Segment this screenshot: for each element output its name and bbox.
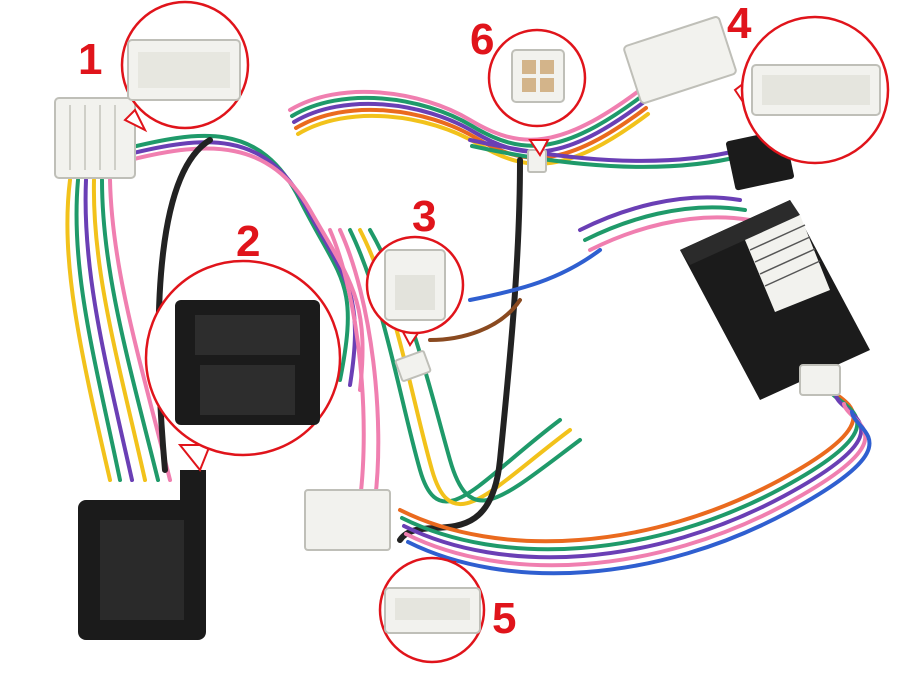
connector-middle-white [304, 489, 391, 551]
callout-number-4: 4 [727, 0, 752, 48]
connector-top-left-white [54, 97, 136, 179]
callout-bubble-3 [365, 235, 465, 347]
callout-number-2: 2 [236, 217, 261, 266]
callout-bubble-1 [120, 0, 250, 133]
callout-number-1: 1 [78, 35, 103, 84]
connector-small-plug [394, 149, 547, 382]
wire-bundle-left [65, 137, 213, 482]
wire-bundle-middle [328, 157, 752, 543]
callout-number-3: 3 [412, 192, 437, 241]
callout-bubble-5 [378, 556, 486, 664]
connector-bottom-left-black [78, 470, 206, 640]
callout-number-6: 6 [470, 15, 495, 64]
callout-bubble-6 [487, 28, 587, 157]
can-box-module [680, 200, 870, 400]
connector-top-right-white [623, 16, 737, 104]
callout-bubble-4 [733, 15, 890, 165]
callout-number-5: 5 [492, 594, 517, 643]
wire-bundle-bottom [398, 378, 872, 576]
callout-bubble-2 [144, 259, 342, 472]
